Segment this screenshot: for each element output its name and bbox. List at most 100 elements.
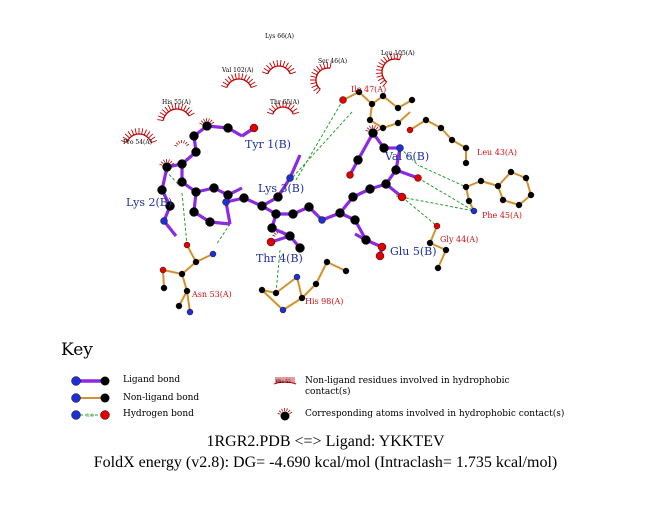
carbon-atom [335, 208, 345, 218]
carbon-atom [353, 155, 363, 165]
label-lys66: Lys 66(A) [265, 33, 294, 40]
nonligand-bond [315, 261, 328, 285]
hydrophobic-arc-lys66 [261, 60, 297, 75]
key-nonligand-atom-n [71, 393, 81, 403]
caption-title: 1RGR2.PDB <=> Ligand: YKKTEV [206, 433, 445, 450]
carbon-atom [462, 144, 470, 152]
hydrophobic-atom-marker [174, 139, 190, 147]
key-hbond-atom-o [100, 410, 110, 420]
label-gly44: Gly 44(A) [440, 235, 478, 244]
carbon-atom [507, 168, 515, 176]
label-asn53: Asn 53(A) [191, 290, 232, 299]
label-lys2: Lys 2(B) [126, 196, 172, 209]
carbon-atom [381, 179, 391, 189]
label-pro54: Pro 54(A) [123, 139, 152, 146]
carbon-atom [205, 217, 215, 227]
key-hydrophobic-atom-lashes [277, 407, 293, 415]
carbon-atom [175, 302, 183, 310]
carbon-atom [157, 185, 167, 195]
hydrogen-bond [399, 147, 420, 167]
carbon-atom [312, 280, 320, 288]
carbon-atom [191, 147, 201, 157]
carbon-atom [271, 209, 281, 219]
carbon-atom [209, 183, 219, 193]
carbon-atom [162, 162, 172, 172]
carbon-atom [295, 243, 305, 253]
key-ligand-atom-c [100, 376, 110, 386]
legend-nonligand-bond: Non-ligand bond [123, 393, 200, 403]
carbon-atom [192, 258, 200, 266]
carbon-atom [267, 223, 277, 233]
oxygen-atom [375, 251, 385, 261]
carbon-atom [368, 128, 378, 138]
carbon-atom [272, 289, 280, 297]
nonligand-bond [382, 95, 399, 109]
carbon-atom [494, 182, 502, 190]
carbon-atom [285, 231, 295, 241]
carbon-atom [465, 197, 473, 205]
carbon-atom [273, 192, 283, 202]
oxygen-atom [339, 96, 347, 104]
legend-hydrophobic-atoms: Corresponding atoms involved in hydropho… [305, 409, 565, 419]
oxygen-atom [266, 237, 276, 247]
nitrogen-atom [470, 207, 478, 215]
hydrophobic-arc-leu105 [376, 53, 402, 87]
carbon-atom [477, 177, 485, 185]
carbon-atom [288, 209, 298, 219]
carbon-atom [379, 92, 387, 100]
key-ligand-atom-n [71, 376, 81, 386]
oxygen-atom [249, 123, 259, 133]
nitrogen-atom [396, 144, 404, 152]
key-hbond-atom-n [71, 410, 81, 420]
label-his55: His 55(A) [162, 99, 191, 106]
hydrogen-bond [275, 249, 281, 294]
hydrogen-bond [401, 196, 438, 227]
carbon-atom [348, 192, 358, 202]
nitrogen-atom [186, 308, 194, 316]
key-hydrophobic-arc: His 53 [273, 377, 297, 385]
hydrophobic-atom-marker [199, 117, 215, 125]
atoms [157, 88, 535, 316]
nonligand-bond [186, 244, 197, 263]
carbon-atom [437, 124, 445, 132]
carbon-atom [189, 131, 199, 141]
carbon-atom [355, 88, 363, 96]
label-leu43: Leu 43(A) [477, 148, 517, 157]
carbon-atom [177, 159, 187, 169]
carbon-atom [391, 165, 401, 175]
hydrophobic-arc-val102 [220, 73, 258, 88]
label-val102: Val 102(A) [221, 67, 254, 74]
ligand-bond [356, 132, 375, 161]
hydrogen-bond [181, 192, 188, 246]
carbon-atom [257, 201, 267, 211]
nonligand-bond [261, 289, 284, 311]
label-glu5: Glu 5(B) [390, 245, 437, 258]
nitrogen-atom [286, 174, 294, 182]
carbon-atom [448, 136, 456, 144]
caption-energy: FoldX energy (v2.8): DG= -4.690 kcal/mol… [93, 454, 558, 471]
label-thr4: Thr 4(B) [256, 252, 303, 265]
carbon-atom [422, 116, 430, 124]
key-nonligand-atom-c [100, 393, 110, 403]
oxygen-atom [183, 241, 191, 249]
nonligand-bond [186, 290, 191, 313]
key-hydrophobic-atom [280, 411, 290, 421]
hydrogen-bond [215, 223, 231, 246]
hydrogen-bond [295, 99, 344, 181]
oxygen-atom [377, 242, 387, 252]
hydrophobic-atom-marker [365, 124, 381, 132]
hydrophobic-atom-marker [159, 158, 175, 166]
residue-labels: Tyr 1(B)Lys 2(B)Lys 3(B)Thr 4(B)Glu 5(B)… [123, 33, 522, 306]
oxygen-atom [406, 126, 414, 134]
carbon-atom [223, 190, 233, 200]
nonligand-bond [162, 269, 183, 275]
carbon-atom [183, 287, 191, 295]
nonligand-bond [275, 276, 298, 294]
label-ile47: Ile 47(A) [351, 85, 386, 94]
oxygen-atom [346, 171, 354, 179]
carbon-atom [368, 100, 376, 108]
carbon-atom [160, 284, 168, 292]
oxygen-atom [397, 192, 407, 202]
label-phe45: Phe 45(A) [482, 211, 522, 220]
